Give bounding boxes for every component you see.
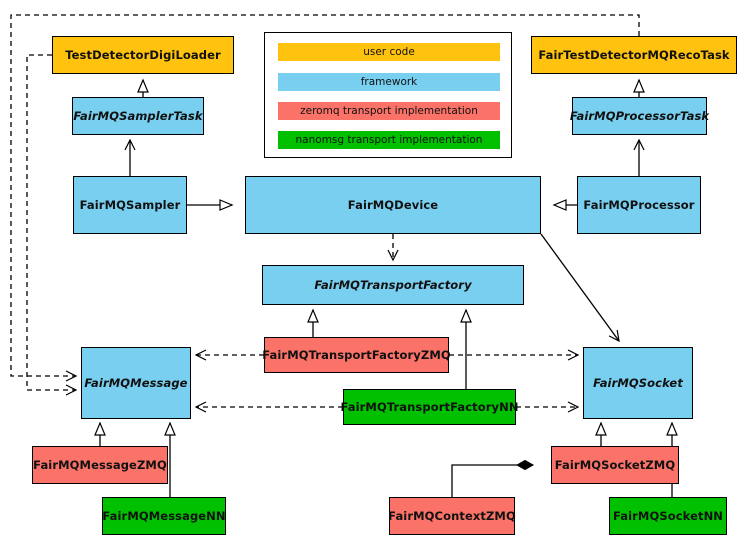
legend-item-zeromq: zeromq transport implementation — [278, 102, 500, 120]
edge-contextzmq-to-socketzmq — [451, 459, 535, 497]
class-node-fairmqtransportfactory[interactable]: FairMQTransportFactory — [262, 265, 524, 305]
class-node-fairmqsocket[interactable]: FairMQSocket — [583, 347, 693, 419]
class-node-fairmqdevice[interactable]: FairMQDevice — [245, 176, 541, 234]
class-node-fairmqprocessor[interactable]: FairMQProcessor — [577, 176, 701, 234]
class-node-fairmqsocketnn[interactable]: FairMQSocketNN — [609, 497, 727, 535]
class-node-fairmqprocessortask[interactable]: FairMQProcessorTask — [570, 97, 709, 135]
class-node-fairmqsocketzmq[interactable]: FairMQSocketZMQ — [551, 446, 679, 484]
class-node-testdetectordigiloader[interactable]: TestDetectorDigiLoader — [52, 36, 234, 74]
class-node-fairmqmessagezmq[interactable]: FairMQMessageZMQ — [32, 446, 168, 484]
legend-item-user-code: user code — [278, 43, 500, 61]
edge-recotask-to-message — [10, 14, 640, 376]
class-node-fairmqtransportfactorynn[interactable]: FairMQTransportFactoryNN — [340, 389, 518, 425]
edge-digiloader-to-message — [26, 54, 76, 390]
legend-item-framework: framework — [278, 73, 500, 91]
class-node-fairmqmessage[interactable]: FairMQMessage — [81, 347, 191, 419]
class-node-fairmqsamplertask[interactable]: FairMQSamplerTask — [72, 97, 204, 135]
class-node-fairmqcontextzmq[interactable]: FairMQContextZMQ — [388, 497, 516, 535]
class-node-fairmqtransportfactoryzmq[interactable]: FairMQTransportFactoryZMQ — [262, 337, 451, 373]
legend-item-nanomsg: nanomsg transport implementation — [278, 131, 500, 149]
legend-box: user code framework zeromq transport imp… — [264, 32, 512, 158]
edge-device-to-socket — [540, 233, 619, 341]
class-node-fairmqmessagenn[interactable]: FairMQMessageNN — [102, 497, 226, 535]
class-node-fairtestdetectormqrecotask[interactable]: FairTestDetectorMQRecoTask — [531, 36, 737, 74]
class-node-fairmqsampler[interactable]: FairMQSampler — [73, 176, 187, 234]
